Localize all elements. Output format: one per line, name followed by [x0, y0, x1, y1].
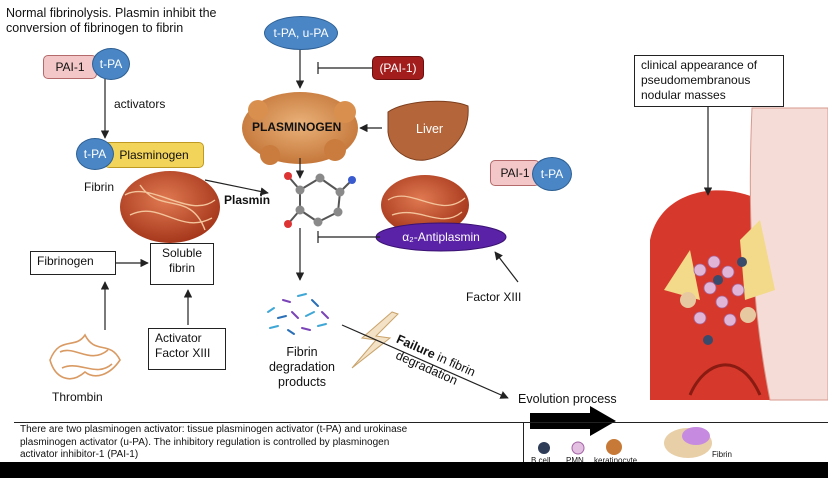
fdp-line1: Fibrin	[286, 345, 318, 359]
pai1-inhibitor-box: (PAI-1)	[372, 56, 424, 80]
tpa-upa-label: t-PA, u-PA	[273, 26, 329, 40]
tpa-oval-left: t-PA	[92, 48, 130, 80]
caption-line3: activator inhibitor-1 (PAI-1)	[20, 449, 139, 460]
fibrin-clot-right	[381, 175, 469, 235]
tissue-illustration	[650, 107, 828, 401]
pai1-box-left: PAI-1	[43, 55, 97, 79]
tpa-label-complex: t-PA	[83, 147, 107, 161]
legend-icons	[538, 427, 712, 458]
evolution-label: Evolution process	[518, 392, 617, 406]
liver-label: Liver	[416, 122, 444, 136]
pmn-icon	[571, 441, 585, 455]
soluble-fibrin-line2: fibrin	[168, 261, 195, 275]
caption-line2: plasminogen activator (u-PA). The inhibi…	[20, 436, 390, 448]
activator-line2: Factor XIII	[155, 346, 211, 360]
plasmin-molecule	[284, 172, 356, 228]
fibrin-clot-left	[120, 171, 220, 243]
diagram-title: Normal fibrinolysis. Plasmin inhibit the…	[6, 6, 217, 36]
soluble-fibrin-line1: Soluble	[161, 246, 203, 260]
footer-divider-vertical	[523, 422, 524, 462]
footer-caption: There are two plasminogen activator: tis…	[20, 424, 520, 462]
tpa-oval-complex: t-PA	[76, 138, 114, 170]
plasminogen-blob	[242, 92, 358, 165]
activators-label: activators	[114, 97, 166, 111]
pai1-label-left: PAI-1	[55, 60, 85, 74]
plasminogen-box: Plasminogen	[104, 142, 204, 168]
plasminogen-box-label: Plasminogen	[119, 148, 189, 162]
evolution-arrow	[530, 406, 616, 436]
activator-box: Activator Factor XIII	[148, 328, 226, 370]
plasmin-label: Plasmin	[224, 193, 271, 207]
factor13-label: Factor XIII	[466, 290, 522, 304]
fdp-line2: degradation	[268, 360, 336, 374]
callout-line3: nodular masses	[641, 88, 726, 102]
diagram-title-line1: Normal fibrinolysis. Plasmin inhibit the	[6, 6, 217, 20]
caption-line1: There are two plasminogen activator: tis…	[20, 424, 408, 435]
legend-fibrin-label: Fibrin	[712, 450, 733, 459]
antiplasmin-label: α₂-Antiplasmin	[402, 230, 480, 244]
callout-line1: clinical appearance of	[641, 58, 758, 72]
clinical-callout-box: clinical appearance of pseudomembranous …	[634, 55, 784, 107]
legend-bcell-label: B cell	[531, 456, 551, 465]
footer-divider	[14, 422, 828, 423]
keratinocyte-icon	[606, 439, 622, 455]
plasminogen-label: PLASMINOGEN	[252, 120, 342, 134]
lightning-bolt	[351, 311, 399, 369]
inhibition-lines	[317, 62, 380, 243]
legend-pmn-label: PMN	[566, 456, 584, 465]
fibrinogen-box: Fibrinogen	[30, 251, 116, 275]
fibrin-legend-icon	[664, 427, 712, 458]
fibrin-label: Fibrin	[84, 180, 115, 194]
tpa-label-left: t-PA	[99, 57, 123, 71]
pai1-label-right: PAI-1	[500, 166, 530, 180]
liver-shape	[387, 100, 469, 161]
pai1-inhibitor-label: (PAI-1)	[379, 61, 417, 75]
footer-black-bar	[0, 462, 828, 478]
thrombin-label: Thrombin	[52, 390, 103, 404]
arrows	[100, 48, 713, 399]
activator-line1: Activator	[155, 331, 202, 345]
fibrinogen-label: Fibrinogen	[37, 254, 94, 268]
tpa-label-right: t-PA	[540, 167, 564, 181]
diagram-title-line2: conversion of fibrinogen to fibrin	[6, 21, 184, 35]
thrombin-structure	[49, 333, 121, 380]
fdp-label: Fibrin degradation products	[262, 345, 342, 390]
legend-keratinocyte-label: keratinocyte	[594, 456, 638, 465]
tpa-upa-oval: t-PA, u-PA	[264, 16, 338, 50]
callout-line2: pseudomembranous	[641, 73, 751, 87]
tpa-oval-right: t-PA	[532, 157, 572, 191]
fdp-fragments	[267, 293, 329, 335]
fdp-line3: products	[278, 375, 326, 389]
bcell-icon	[538, 442, 550, 454]
soluble-fibrin-box: Soluble fibrin	[150, 243, 214, 285]
